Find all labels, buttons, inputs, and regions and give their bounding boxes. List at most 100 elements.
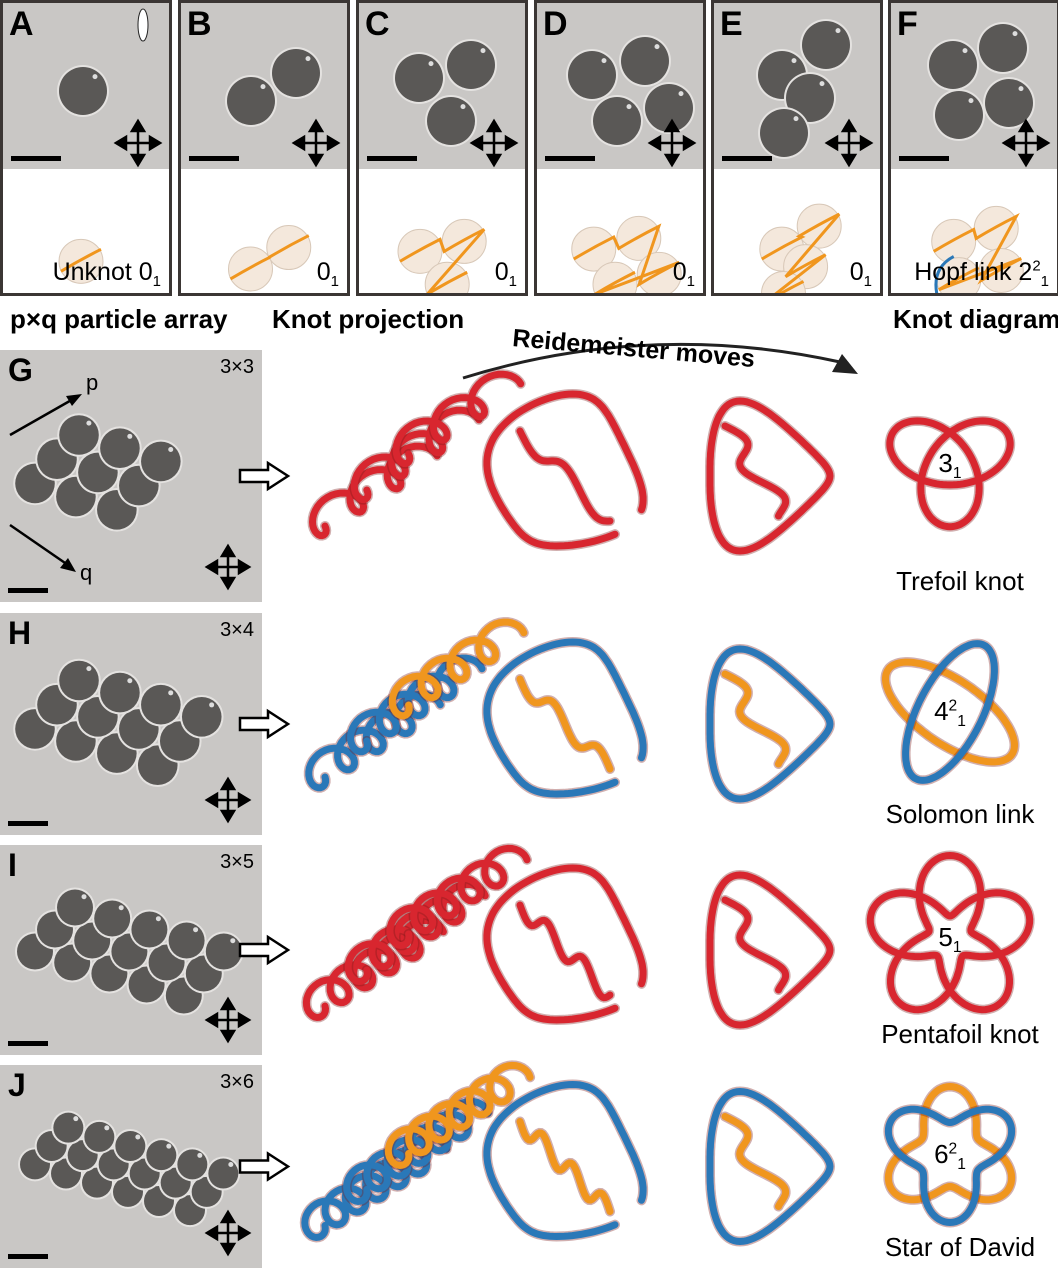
particle-spot xyxy=(601,58,607,64)
reidemeister-stage-3-loop-shadow xyxy=(720,421,791,521)
filament xyxy=(399,228,486,293)
particle-spot xyxy=(104,1125,110,1131)
knot-diagram-blue xyxy=(902,640,998,784)
arrowhead-icon xyxy=(832,354,858,374)
polarizer-cross-arrow-icon xyxy=(204,996,252,1044)
scale-bar xyxy=(8,821,48,826)
reidemeister-stage-3 xyxy=(706,645,834,803)
particle-spot xyxy=(968,98,974,104)
reidemeister-stage-2 xyxy=(483,864,647,1024)
particle-model xyxy=(931,205,1024,293)
coil-strand xyxy=(384,1061,534,1170)
reidemeister-stage-3 xyxy=(706,871,834,1029)
particle-model xyxy=(759,203,842,293)
knot-subscript: 1 xyxy=(957,713,966,731)
reidemeister-stage-3-loop xyxy=(721,422,790,520)
knot-diagram xyxy=(866,852,1034,1014)
caption-text: 0 xyxy=(672,258,687,286)
scale-bar xyxy=(189,156,239,161)
header-knot-projection: Knot projection xyxy=(272,304,465,334)
particle-spot xyxy=(793,116,799,122)
reidemeister-stage-2-twist xyxy=(516,1118,614,1215)
polarizer-cross-arrow-icon xyxy=(113,118,163,168)
particle-spot xyxy=(1012,31,1018,37)
knot-subscript: 1 xyxy=(952,939,962,957)
row-label: G xyxy=(8,352,33,388)
polarizer-cross-arrow-icon xyxy=(291,118,341,168)
row-label: H xyxy=(8,615,32,651)
polarizer-cross-arrow-icon xyxy=(469,118,519,168)
filament-blue xyxy=(934,255,955,293)
micrograph xyxy=(537,3,703,169)
particle-spot xyxy=(135,1134,141,1140)
reidemeister-arrow: Reidemeister moves xyxy=(462,324,858,380)
caption-subscript: 1 xyxy=(508,273,517,290)
hollow-arrow-icon xyxy=(238,460,291,492)
arrowhead-icon xyxy=(66,394,82,406)
array-size: 3×3 xyxy=(220,356,254,378)
filament xyxy=(932,212,1022,292)
polarizer-cross-arrow-icon xyxy=(824,118,874,168)
particle-spot xyxy=(260,84,266,90)
particle-spot xyxy=(73,1116,79,1122)
polarizer-cross-arrow-icon xyxy=(1001,118,1051,168)
knot-superscript: 2 xyxy=(948,697,958,715)
panel-label: B xyxy=(187,5,212,43)
particle-model xyxy=(58,238,104,284)
caption-subscript: 1 xyxy=(152,273,161,290)
p-axis-label: p xyxy=(86,370,99,395)
caption-subscript: 1 xyxy=(1040,273,1049,290)
q-axis-arrow xyxy=(9,523,69,567)
knot-name: Solomon link xyxy=(885,799,1035,829)
panel-caption: 01 xyxy=(850,258,872,289)
scale-bar xyxy=(722,156,772,161)
row-label: I xyxy=(8,847,17,883)
knot-diagram xyxy=(886,417,1014,531)
panel-label: F xyxy=(897,5,918,43)
particle-spot xyxy=(1018,86,1024,92)
micrograph xyxy=(891,3,1057,169)
hollow-arrow-icon xyxy=(238,934,291,966)
particle-array-photo-j: J 3×6 xyxy=(0,1065,262,1268)
knot-notation: 421 xyxy=(920,696,980,731)
panel-caption: Unknot 01 xyxy=(53,258,161,290)
knot-number: 3 xyxy=(938,448,953,478)
particle-spot xyxy=(678,91,684,97)
particle-spot xyxy=(118,905,124,911)
particle-spot xyxy=(819,81,825,87)
row-label: J xyxy=(8,1067,26,1103)
scale-bar xyxy=(11,156,61,161)
hollow-arrow-icon xyxy=(238,708,291,740)
panel-f: F Hopf link 221 xyxy=(888,0,1058,296)
scale-bar xyxy=(545,156,595,161)
particle-spot xyxy=(428,61,434,67)
panel-label: E xyxy=(720,5,743,43)
particle-spot xyxy=(127,433,133,439)
particle-spot xyxy=(835,28,841,34)
particle-spot xyxy=(127,678,133,684)
polarizer-cross-arrow-icon xyxy=(204,1209,252,1257)
panel-caption: Hopf link 221 xyxy=(914,257,1049,290)
sphere xyxy=(592,261,638,293)
caption-text: 0 xyxy=(494,258,509,286)
scale-bar xyxy=(899,156,949,161)
panel-caption: 01 xyxy=(317,258,339,290)
panel-e: E 01 xyxy=(711,0,883,296)
knot-diagram-blue xyxy=(884,1105,1016,1227)
coil-strand xyxy=(386,844,531,950)
coil-strand xyxy=(350,406,483,504)
knot-name: Star of David xyxy=(884,1232,1036,1262)
caption-superscript: 2 xyxy=(1032,257,1041,275)
reidemeister-stage-2 xyxy=(483,1080,647,1241)
reidemeister-stage-2 xyxy=(483,390,647,550)
array-size: 3×6 xyxy=(220,1071,254,1093)
coil-strand xyxy=(388,618,528,720)
caption-subscript: 1 xyxy=(330,273,339,290)
knot-name: Pentafoil knot xyxy=(881,1019,1039,1049)
knot-number: 5 xyxy=(938,922,953,952)
micrograph xyxy=(3,3,169,169)
scale-bar xyxy=(8,1254,48,1259)
